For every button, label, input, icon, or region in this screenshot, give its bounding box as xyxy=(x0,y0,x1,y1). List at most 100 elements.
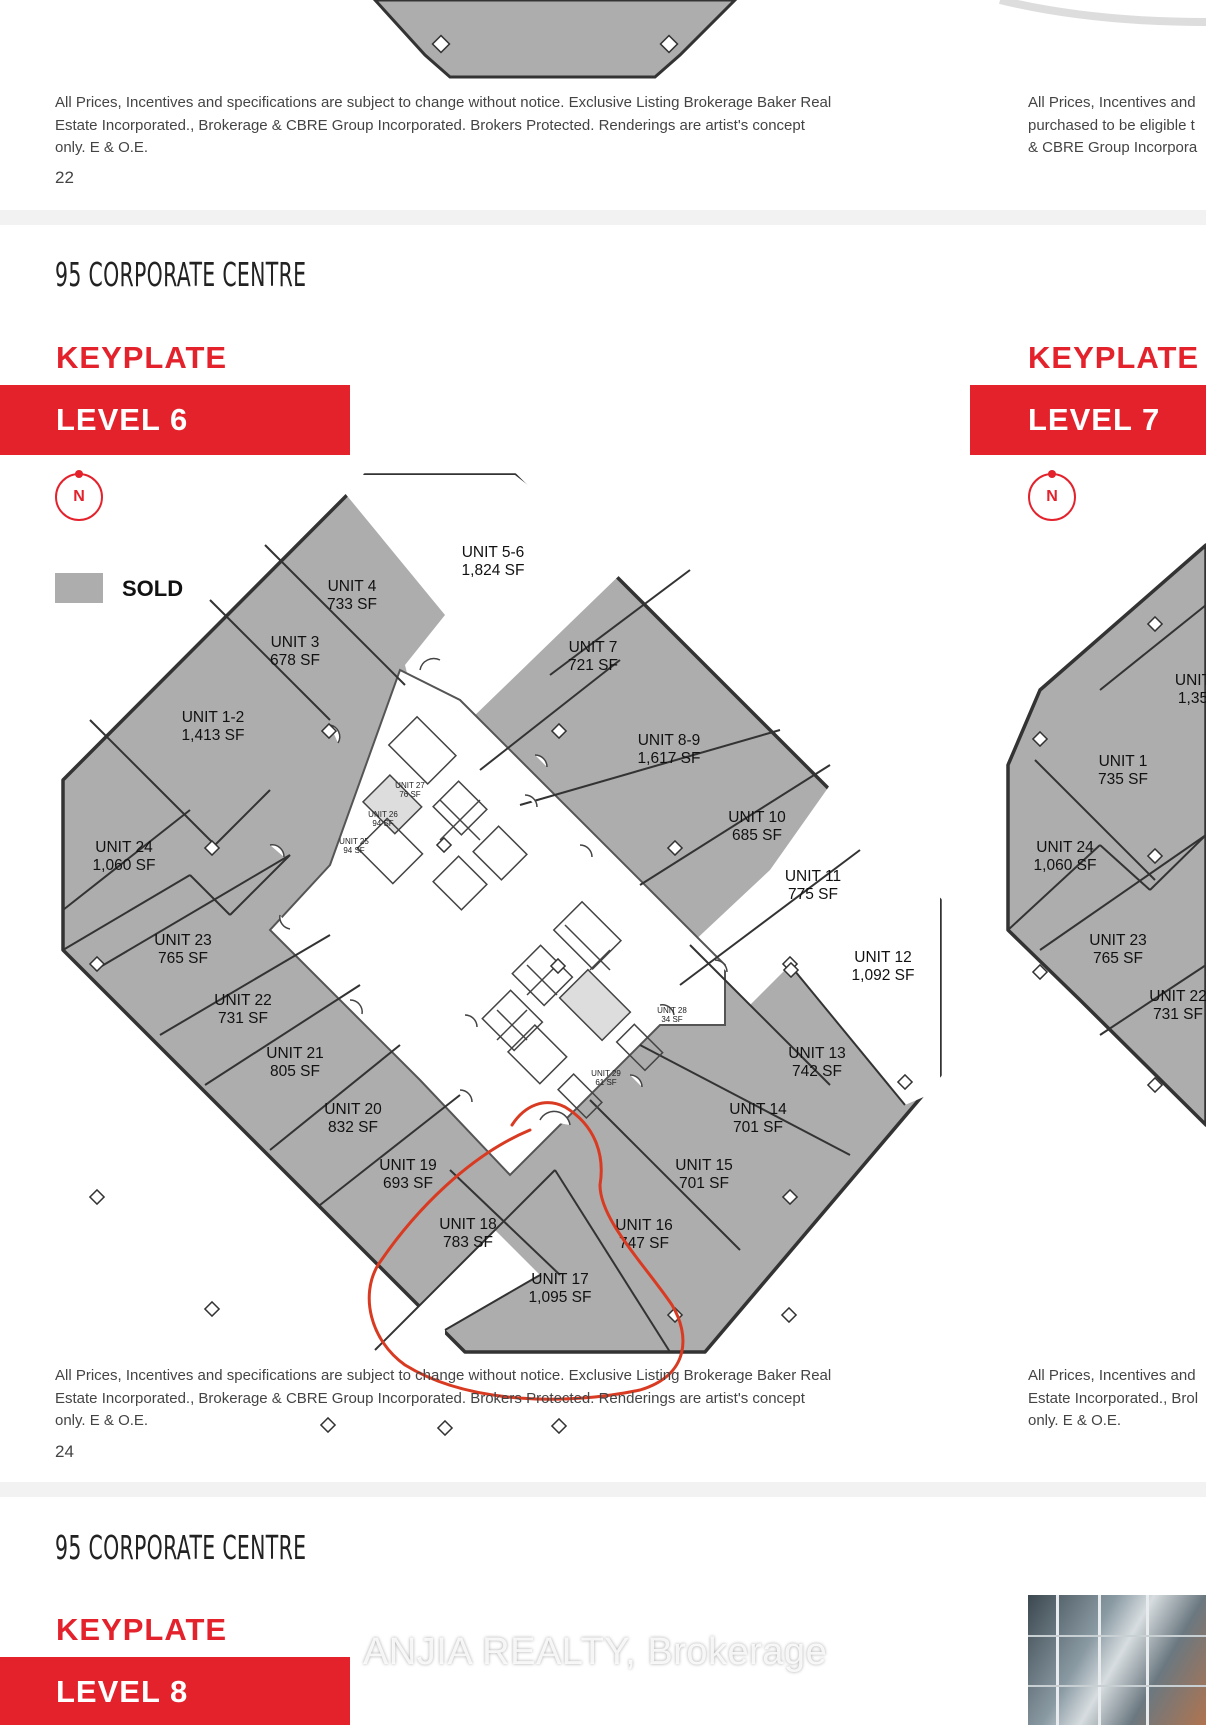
unit-name: UNIT 29 xyxy=(591,1069,621,1078)
brand-title: 95 CORPORATE CENTRE xyxy=(55,1528,307,1567)
level-6-banner: LEVEL 6 xyxy=(0,385,350,455)
highlight-annotation xyxy=(367,1101,685,1401)
unit-name: UNIT 16 xyxy=(615,1217,672,1234)
disclaimer-line: only. E & O.E. xyxy=(1028,1412,1122,1429)
disclaimer-line: All Prices, Incentives and specification… xyxy=(55,1367,832,1384)
keyplate-heading: KEYPLATE xyxy=(56,1612,228,1647)
disclaimer-line: All Prices, Incentives and xyxy=(1028,94,1196,111)
unit-name: UNIT 15 xyxy=(675,1157,732,1174)
unit-area: 1,413 SF xyxy=(182,727,245,744)
keyplate-heading: KEYPLATE xyxy=(56,340,228,375)
unit-area: 94 SF xyxy=(372,819,393,828)
unit-name: UNIT 10 xyxy=(728,809,786,826)
previous-page: All Prices, Incentives and specification… xyxy=(0,0,1206,210)
north-compass-icon-right: N xyxy=(1028,470,1076,521)
unit-name: UNIT 26 xyxy=(368,810,398,819)
keyplate-heading-right: KEYPLATE xyxy=(1028,340,1200,375)
unit-area: 775 SF xyxy=(788,886,838,903)
unit-name: UNIT 28 xyxy=(657,1006,687,1015)
unit-name: UNIT 12 xyxy=(854,949,911,966)
unit-area: 765 SF xyxy=(1093,950,1143,967)
unit-area: 701 SF xyxy=(679,1175,729,1192)
disclaimer-line: only. E & O.E. xyxy=(55,1412,149,1429)
unit-name: UNIT 1 xyxy=(1099,753,1148,770)
unit-name: UNIT 21 xyxy=(266,1045,323,1062)
unit-area: 721 SF xyxy=(568,657,618,674)
unit-area: 1,824 SF xyxy=(462,562,525,579)
unit-name: UNIT 18 xyxy=(439,1216,496,1233)
unit-name: UNIT 24 xyxy=(95,839,153,856)
unit-area: 832 SF xyxy=(328,1119,378,1136)
unit-name: UNIT 11 xyxy=(785,868,841,885)
unit-area: 731 SF xyxy=(218,1010,268,1027)
building-outline-l7 xyxy=(1006,543,1206,1127)
watermark: ANJIA REALTY, Brokerage xyxy=(363,1631,828,1673)
unit-area: 1,617 SF xyxy=(638,750,701,767)
unit-area: 76 SF xyxy=(399,790,420,799)
unit-name: UNIT 23 xyxy=(154,932,211,949)
unit-area: 61 SF xyxy=(595,1078,616,1087)
unit-name: UNIT 13 xyxy=(788,1045,845,1062)
unit-area: 735 SF xyxy=(1098,771,1148,788)
unit-12-13-area xyxy=(690,785,940,1105)
unit-name: UNIT 24 xyxy=(1036,839,1094,856)
unit-name: UNIT 22 xyxy=(214,992,271,1009)
disclaimer-line: Estate Incorporated., Brokerage & CBRE G… xyxy=(55,1389,805,1407)
sold-legend-swatch xyxy=(55,573,103,603)
disclaimer-line: Estate Incorporated., Brol xyxy=(1028,1389,1199,1407)
brand-title: 95 CORPORATE CENTRE xyxy=(55,255,307,294)
unit-area: 742 SF xyxy=(792,1063,842,1080)
level5-plan-fragment xyxy=(372,0,1206,79)
unit-name: UNIT 3 xyxy=(271,634,320,651)
unit-area: 1,060 SF xyxy=(1034,857,1097,874)
unit-area: 765 SF xyxy=(158,950,208,967)
level-8-banner: LEVEL 8 xyxy=(0,1657,350,1725)
unit-area: 747 SF xyxy=(619,1235,669,1252)
unit-name: UNIT 7 xyxy=(569,639,618,656)
disclaimer: All Prices, Incentives and specification… xyxy=(55,1365,935,1433)
building-photo xyxy=(1028,1595,1206,1725)
disclaimer-line: All Prices, Incentives and xyxy=(1028,1367,1196,1384)
page-number: 24 xyxy=(55,1442,74,1461)
unit-name: UNIT 27 xyxy=(395,781,425,790)
unit-name: UNIT 25 xyxy=(339,837,369,846)
unit-area: 1,35 xyxy=(1178,690,1206,707)
unit-5-6-area xyxy=(330,475,630,720)
page-number: 22 xyxy=(55,168,74,187)
disclaimer-line: Estate Incorporated., Brokerage & CBRE G… xyxy=(55,116,805,134)
unit-area: 783 SF xyxy=(443,1234,493,1251)
unit-area: 678 SF xyxy=(270,652,320,669)
unit-name: UNIT 1-2 xyxy=(182,709,245,726)
right-page-disclaimer: All Prices, Incentives and purchased to … xyxy=(1028,92,1206,160)
sold-legend-label: SOLD xyxy=(122,576,184,601)
unit-area: 94 SF xyxy=(343,846,364,855)
unit-name: UNIT xyxy=(1175,672,1206,689)
unit-area: 1,095 SF xyxy=(529,1289,592,1306)
unit-name: UNIT 20 xyxy=(324,1101,382,1118)
